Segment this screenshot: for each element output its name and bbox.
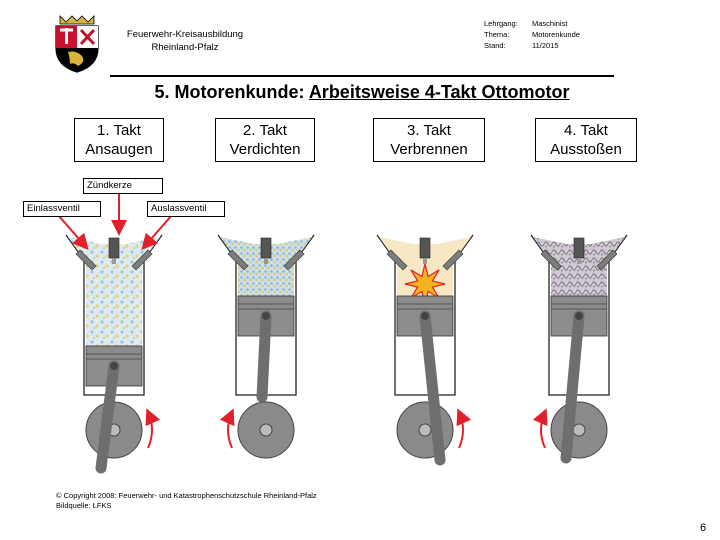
spark-plug-tip bbox=[423, 258, 427, 264]
spark-plug-tip bbox=[112, 258, 116, 264]
gas-fill bbox=[533, 237, 625, 296]
exhaust-valve bbox=[131, 249, 153, 271]
connecting-rod bbox=[256, 310, 272, 403]
engine-combustion bbox=[376, 234, 474, 466]
org-line-2: Rheinland-Pfalz bbox=[151, 42, 219, 53]
intake-valve bbox=[386, 249, 408, 271]
exhaust-valve-arrow bbox=[141, 214, 173, 251]
stroke-number: 3. Takt bbox=[407, 122, 451, 139]
crankshaft-hub bbox=[259, 423, 273, 437]
rotation-arrow bbox=[145, 408, 161, 449]
meta-value: 11/2015 bbox=[532, 41, 559, 50]
explosion-flame bbox=[404, 263, 446, 305]
spark-plug bbox=[573, 237, 585, 259]
stroke-name: Verdichten bbox=[229, 141, 301, 158]
engine-compression bbox=[217, 234, 315, 459]
stroke-name: Ansaugen bbox=[85, 141, 153, 158]
exhaust-valve-label: Auslassventil bbox=[147, 201, 225, 217]
spark-plug bbox=[419, 237, 431, 259]
spark-plug bbox=[108, 237, 120, 259]
intake-valve-arrow bbox=[57, 214, 89, 251]
organization-name: Feuerwehr-Kreisausbildung Rheinland-Pfal… bbox=[110, 28, 260, 54]
stroke-name: Ausstoßen bbox=[550, 141, 622, 158]
rotation-arrow bbox=[532, 408, 548, 449]
connecting-rod bbox=[95, 360, 120, 474]
connecting-rod bbox=[419, 310, 446, 466]
copyright-text: © Copyright 2008: Feuerwehr- und Katastr… bbox=[56, 491, 317, 500]
stroke-number: 4. Takt bbox=[564, 122, 608, 139]
meta-value: Motorenkunde bbox=[532, 30, 580, 39]
piston-pin bbox=[262, 312, 270, 320]
header-divider bbox=[110, 75, 614, 77]
exhaust-valve bbox=[283, 249, 305, 271]
exhaust-valve bbox=[596, 249, 618, 271]
exhaust-valve bbox=[442, 249, 464, 271]
intake-valve bbox=[540, 249, 562, 271]
engine-exhaust bbox=[530, 234, 628, 464]
stroke-number: 2. Takt bbox=[243, 122, 287, 139]
rotation-arrow bbox=[219, 408, 235, 449]
spark-plug-tip bbox=[577, 258, 581, 264]
intake-valve bbox=[227, 249, 249, 271]
meta-row-date: Stand: 11/2015 bbox=[484, 40, 580, 51]
meta-key: Lehrgang: bbox=[484, 19, 518, 28]
connecting-rod bbox=[560, 310, 585, 464]
spark-plug-tip bbox=[264, 258, 268, 264]
title-prefix: 5. Motorenkunde: bbox=[154, 82, 309, 102]
meta-value: Maschinist bbox=[532, 19, 568, 28]
coat-of-arms-logo bbox=[55, 15, 99, 73]
gas-fill bbox=[220, 237, 312, 296]
piston-pin bbox=[110, 362, 118, 370]
spark-plug bbox=[260, 237, 272, 259]
crankshaft-hub bbox=[418, 423, 432, 437]
org-line-1: Feuerwehr-Kreisausbildung bbox=[126, 29, 244, 40]
rotation-arrow bbox=[456, 408, 472, 449]
label-arrows bbox=[57, 192, 173, 251]
course-meta: Lehrgang: Maschinist Thema: Motorenkunde S… bbox=[484, 18, 580, 51]
meta-row-course: Lehrgang: Maschinist bbox=[484, 18, 580, 29]
page-number: 6 bbox=[700, 522, 707, 534]
spark-plug-label: Zündkerze bbox=[83, 178, 163, 194]
meta-key: Stand: bbox=[484, 41, 506, 50]
meta-key: Thema: bbox=[484, 30, 510, 39]
stroke-name: Verbrennen bbox=[390, 141, 468, 158]
stroke-number: 1. Takt bbox=[97, 122, 141, 139]
page-title: 5. Motorenkunde: Arbeitsweise 4-Takt Ott… bbox=[110, 82, 614, 103]
piston-pin bbox=[421, 312, 429, 320]
image-source-text: Bildquelle: LFKS bbox=[56, 501, 112, 510]
title-underlined: Arbeitsweise 4-Takt Ottomotor bbox=[308, 82, 570, 102]
engine-intake bbox=[65, 234, 163, 474]
footer: © Copyright 2008: Feuerwehr- und Katastr… bbox=[56, 491, 317, 511]
intake-valve bbox=[75, 249, 97, 271]
intake-valve-label: Einlassventil bbox=[23, 201, 101, 217]
crankshaft-hub bbox=[572, 423, 586, 437]
piston-pin bbox=[575, 312, 583, 320]
meta-row-topic: Thema: Motorenkunde bbox=[484, 29, 580, 40]
